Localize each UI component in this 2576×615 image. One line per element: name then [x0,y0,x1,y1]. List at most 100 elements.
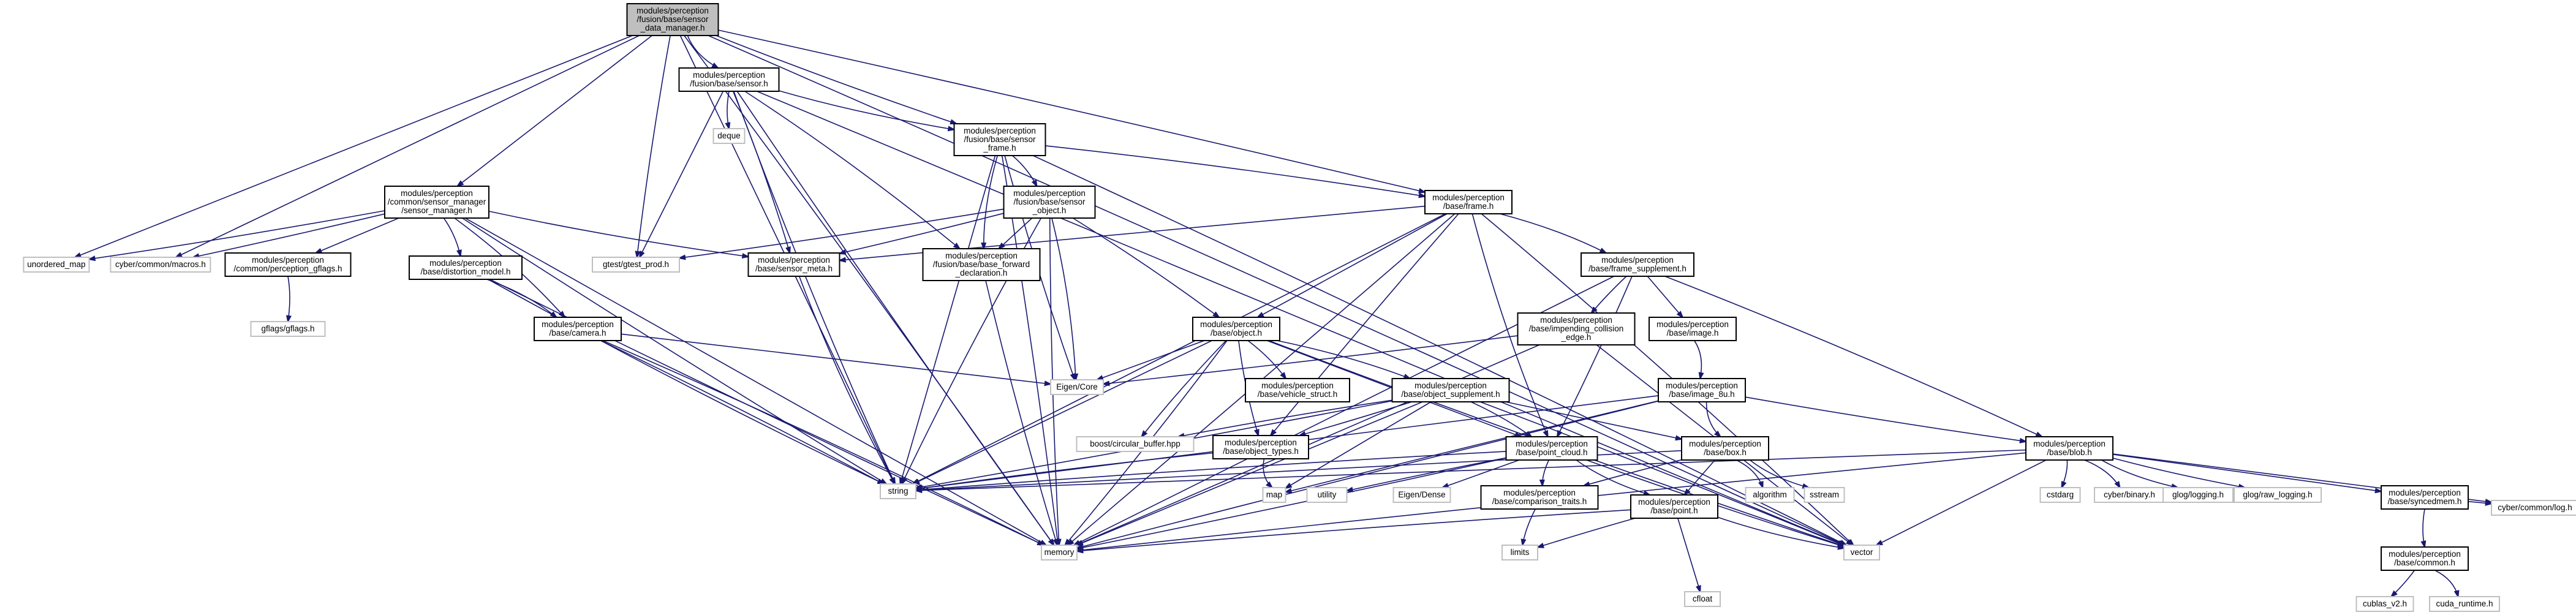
node-cyber-log: cyber/common/log.h [2491,500,2576,516]
node-comparison[interactable]: modules/perception/base/comparison_trait… [1480,485,1599,510]
node-box [1245,378,1350,402]
node-syncedmem[interactable]: modules/perception/base/syncedmem.h [2381,485,2469,510]
edge-line [984,155,998,249]
node-label-line: _frame.h [983,143,1016,153]
node-sensor-object[interactable]: modules/perception/fusion/base/sensor_ob… [1003,186,1096,219]
node-base-common[interactable]: modules/perception/base/common.h [2381,546,2469,571]
edge-point-cloud-to-point [1576,459,1650,495]
edge-point-cloud-to-string [916,451,1506,490]
edge-line [716,35,956,124]
node-frame[interactable]: modules/perception/base/frame.h [1424,190,1513,214]
edge-point-cloud-to-utility [1347,457,1506,491]
node-sensor-manager[interactable]: modules/perception/common/sensor_manager… [384,186,489,219]
edge-base-common-to-cuda-runtime [2434,570,2458,597]
edge-line [1032,155,1846,545]
node-box [224,252,352,277]
node-label-line: /fusion/base/sensor [964,135,1036,144]
node-blob[interactable]: modules/perception/base/blob.h [2025,436,2113,461]
edge-line [1876,459,2047,545]
edge-comparison-to-limits [1522,508,1536,545]
edge-blob-to-cyber-binary [2084,459,2120,488]
edge-sensor-to-string [733,91,895,484]
edge-line [1505,401,1682,439]
node-object-types[interactable]: modules/perception/base/object_types.h [1212,435,1309,459]
node-label-line: modules/perception [1200,320,1272,329]
node-label-line: glog/raw_logging.h [2243,490,2312,499]
node-sensor-meta[interactable]: modules/perception/base/sensor_meta.h [747,252,840,277]
node-impending[interactable]: modules/perception/base/impending_collis… [1517,312,1636,345]
edge-sensor-frame-to-base-forward [984,155,998,249]
edge-line [1750,459,1809,488]
edge-box-to-point [1685,459,1716,495]
node-label-line: /base/point_cloud.h [1516,448,1587,457]
edge-line [779,90,954,129]
node-box [2025,436,2113,461]
edge-blob-to-glog-raw [2112,458,2245,488]
node-distortion-model[interactable]: modules/perception/base/distortion_model… [409,255,523,280]
node-label-line: /base/image_8u.h [1669,390,1734,399]
node-camera[interactable]: modules/perception/base/camera.h [534,317,622,341]
node-box [534,317,622,341]
edge-line [176,35,640,257]
edge-line [727,91,729,129]
edges-layer [75,29,2491,597]
node-sensor[interactable]: modules/perception/fusion/base/sensor.h [678,67,780,92]
node-image[interactable]: modules/perception/base/image.h [1649,317,1737,341]
node-label-line: vector [1851,548,1873,557]
node-sensor-frame[interactable]: modules/perception/fusion/base/sensor_fr… [953,123,1046,156]
edge-line [1500,213,1606,253]
node-object[interactable]: modules/perception/base/object.h [1192,317,1280,341]
node-point[interactable]: modules/perception/base/point.h [1630,494,1718,519]
node-vehicle-struct[interactable]: modules/perception/base/vehicle_struct.h [1245,378,1350,402]
edge-sensor-manager-to-perception-gflags [315,217,399,253]
edge-object-supplement-to-box [1505,401,1682,439]
node-frame-supplement[interactable]: modules/perception/base/frame_supplement… [1581,252,1694,277]
edge-camera-to-memory [602,340,1043,545]
node-label-line: cyber/common/macros.h [115,260,206,269]
node-label-line: modules/perception [542,320,614,329]
edge-object-to-object-supplement [1277,340,1410,379]
edge-line [1647,276,1682,317]
node-object-supplement[interactable]: modules/perception/base/object_supplemen… [1391,378,1510,402]
node-base-forward[interactable]: modules/perception/fusion/base/base_forw… [922,248,1041,281]
edge-image-8u-to-blob [1745,396,2026,442]
edge-root-to-vector [708,35,1845,545]
edge-line [1736,459,1762,488]
edge-object-to-vehicle-struct [1247,340,1286,379]
edge-line [1076,344,1540,545]
node-label-line: modules/perception [758,255,830,265]
node-root[interactable]: modules/perception/fusion/base/sensor_da… [626,3,719,36]
edge-sensor-manager-to-memory [464,217,1046,545]
node-sstream: sstream [1804,487,1845,503]
node-label-line: limits [1511,548,1530,557]
node-image-8u[interactable]: modules/perception/base/image_8u.h [1658,378,1746,402]
node-label-line: modules/perception [1516,439,1588,448]
node-label-line: /base/distortion_model.h [420,267,510,276]
edge-sensor-manager-to-sensor-meta [488,211,749,257]
edge-sensor-manager-to-distortion-model [443,217,460,256]
node-eigen-dense: Eigen/Dense [1392,487,1451,503]
edge-line [1347,457,1506,491]
node-label-line: modules/perception [1689,439,1761,448]
node-label-line: gflags/gflags.h [261,324,314,333]
edge-line [1045,145,1426,197]
node-label-line: modules/perception [1503,488,1576,497]
node-box [1391,378,1510,402]
edge-camera-to-eigen-core [621,333,1051,384]
node-perception-gflags[interactable]: modules/perception/common/perception_gfl… [224,252,352,277]
edge-line [1258,213,1448,317]
edge-impending-to-memory [1076,344,1540,545]
node-label-line: gtest/gtest_prod.h [603,260,669,269]
node-label-line: /base/blob.h [2047,448,2092,457]
node-point-cloud[interactable]: modules/perception/base/point_cloud.h [1505,436,1598,461]
edge-line [1538,518,1636,547]
edge-sensor-object-to-gtest-prod [679,208,1004,258]
edge-line [733,91,895,484]
edge-root-to-sensor-manager [458,35,652,186]
edge-line [2112,458,2245,488]
node-box [1658,378,1746,402]
node-box[interactable]: modules/perception/base/box.h [1681,436,1769,461]
node-boost-cb: boost/circular_buffer.hpp [1076,436,1195,452]
node-label-line: modules/perception [636,6,709,15]
